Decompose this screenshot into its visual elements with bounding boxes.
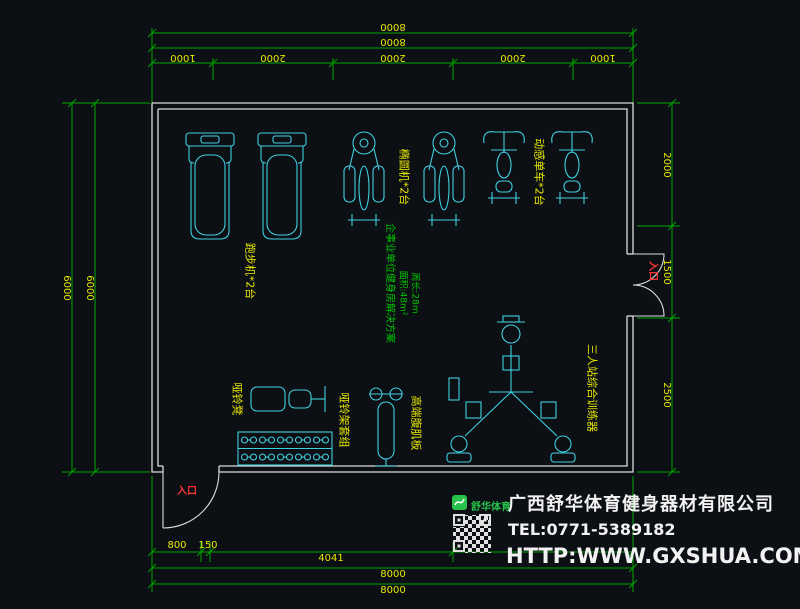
dim-top-seg-1: 1000 <box>170 52 196 63</box>
label-dumbbell-bench: 哑铃凳 <box>230 382 244 416</box>
company-url: HTTP:WWW.GXSHUA.COM <box>506 544 800 568</box>
solution-area: 面积:48m² <box>397 270 408 316</box>
shua-logo-icon <box>452 495 467 510</box>
dim-top-total-2: 8000 <box>380 36 406 47</box>
multi-station-trainer-icon <box>446 315 576 463</box>
dim-right-seg-3: 2500 <box>661 382 672 408</box>
dim-left-1: 6000 <box>61 275 72 301</box>
dim-top-seg-4: 2000 <box>500 52 526 63</box>
solution-title: 企事业单位健身房解决方案 <box>384 223 395 343</box>
room-walls <box>151 102 634 473</box>
entrance-bottom-label: 入口 <box>177 486 197 497</box>
dim-top-total-1: 8000 <box>380 21 406 32</box>
label-treadmill: 跑步机*2台 <box>243 242 257 300</box>
treadmill-icon <box>185 132 235 240</box>
dim-top-seg-5: 1000 <box>590 52 616 63</box>
label-ab-board: 高端腹肌板 <box>409 395 423 451</box>
bottom-door <box>162 471 220 529</box>
dim-bottom-seg-1: 800 <box>167 540 187 551</box>
dim-bottom-seg-3: 4041 <box>318 553 344 564</box>
label-spin-bike: 动感单车*2台 <box>532 138 546 206</box>
dim-top-seg-3: 2000 <box>380 52 406 63</box>
dimension-lines <box>62 28 680 592</box>
qr-code <box>453 514 491 553</box>
dim-top-seg-2: 2000 <box>260 52 286 63</box>
dim-bottom-total-2: 8000 <box>380 585 406 596</box>
company-tel: TEL:0771-5389182 <box>508 520 676 539</box>
dumbbell-bench-icon <box>250 385 326 413</box>
label-dumbbell-rack: 哑铃架套组 <box>337 392 351 448</box>
spin-bike-icon <box>551 131 593 205</box>
dim-bottom-total-1: 8000 <box>380 569 406 580</box>
elliptical-icon <box>343 131 385 227</box>
entrance-right-label: 入口 <box>647 261 658 281</box>
dim-left-2: 6000 <box>84 275 95 301</box>
solution-perimeter: 周长:28m <box>409 272 420 314</box>
equipment-layer <box>185 131 593 467</box>
spin-bike-icon <box>483 131 525 205</box>
treadmill-icon <box>257 132 307 240</box>
dim-right-seg-2: 1500 <box>661 259 672 285</box>
logo-text: 舒华体育 <box>471 502 511 513</box>
dim-right-seg-1: 2000 <box>661 152 672 178</box>
ab-board-icon <box>368 387 404 467</box>
dumbbell-rack-icon <box>238 432 332 465</box>
elliptical-icon <box>423 131 465 227</box>
right-door <box>632 253 665 317</box>
label-multi-station: 三人站综合训练器 <box>585 344 599 432</box>
label-elliptical: 椭圆机*2台 <box>397 148 411 206</box>
company-name: 广西舒华体育健身器材有限公司 <box>508 494 774 515</box>
dim-bottom-seg-2: 150 <box>198 540 218 551</box>
